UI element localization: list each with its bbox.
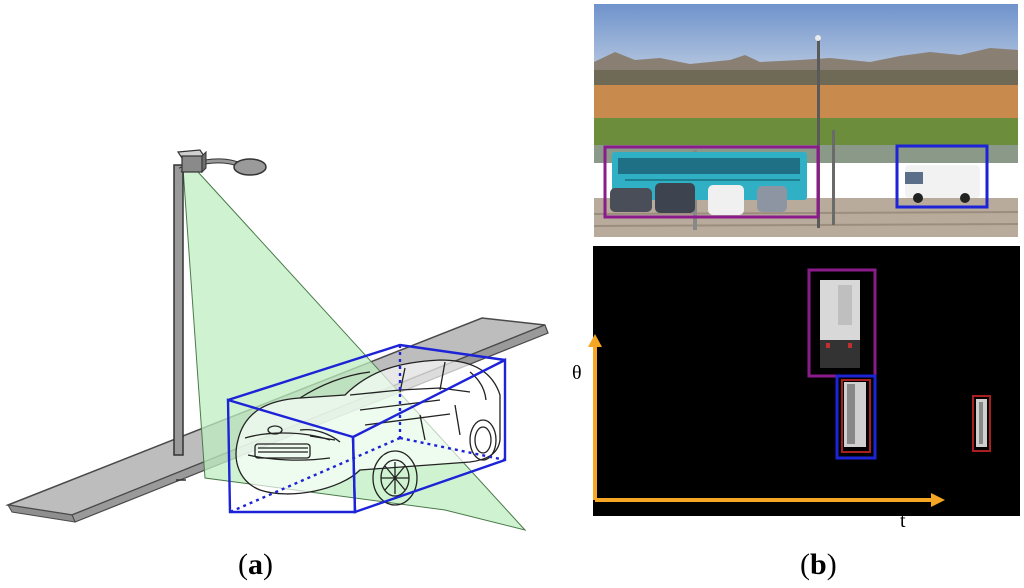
y-axis-arrow: [588, 334, 602, 347]
street-lamp-icon: [173, 149, 267, 481]
bus-detection-box: [603, 145, 820, 219]
grass-strip: [594, 118, 1018, 146]
panel-b-timeline: [588, 246, 1020, 516]
caption-a: (a): [238, 548, 273, 581]
lamp-pole: [817, 38, 820, 228]
y-axis-label: θ: [572, 362, 582, 384]
parked-cars: [610, 183, 787, 215]
dirt-field: [594, 85, 1018, 120]
car-3d-bounding-box: [226, 343, 507, 514]
x-axis-label: t: [900, 510, 906, 532]
caption-a-letter: a: [248, 548, 263, 581]
panel-a-diagram: [5, 149, 549, 531]
caption-b: (b): [800, 548, 837, 581]
timeline-background: [593, 246, 1020, 516]
van-time-box: [835, 374, 877, 460]
van-icon: [905, 165, 980, 203]
vehicle-time-box: [972, 395, 991, 452]
van-detection-box: [895, 144, 989, 209]
caption-b-letter: b: [810, 548, 827, 581]
road-end: [7, 504, 76, 523]
car-wireframe-icon: [235, 359, 501, 506]
panel-b-camera-frame: [594, 4, 1018, 237]
x-axis-arrow: [931, 493, 945, 507]
